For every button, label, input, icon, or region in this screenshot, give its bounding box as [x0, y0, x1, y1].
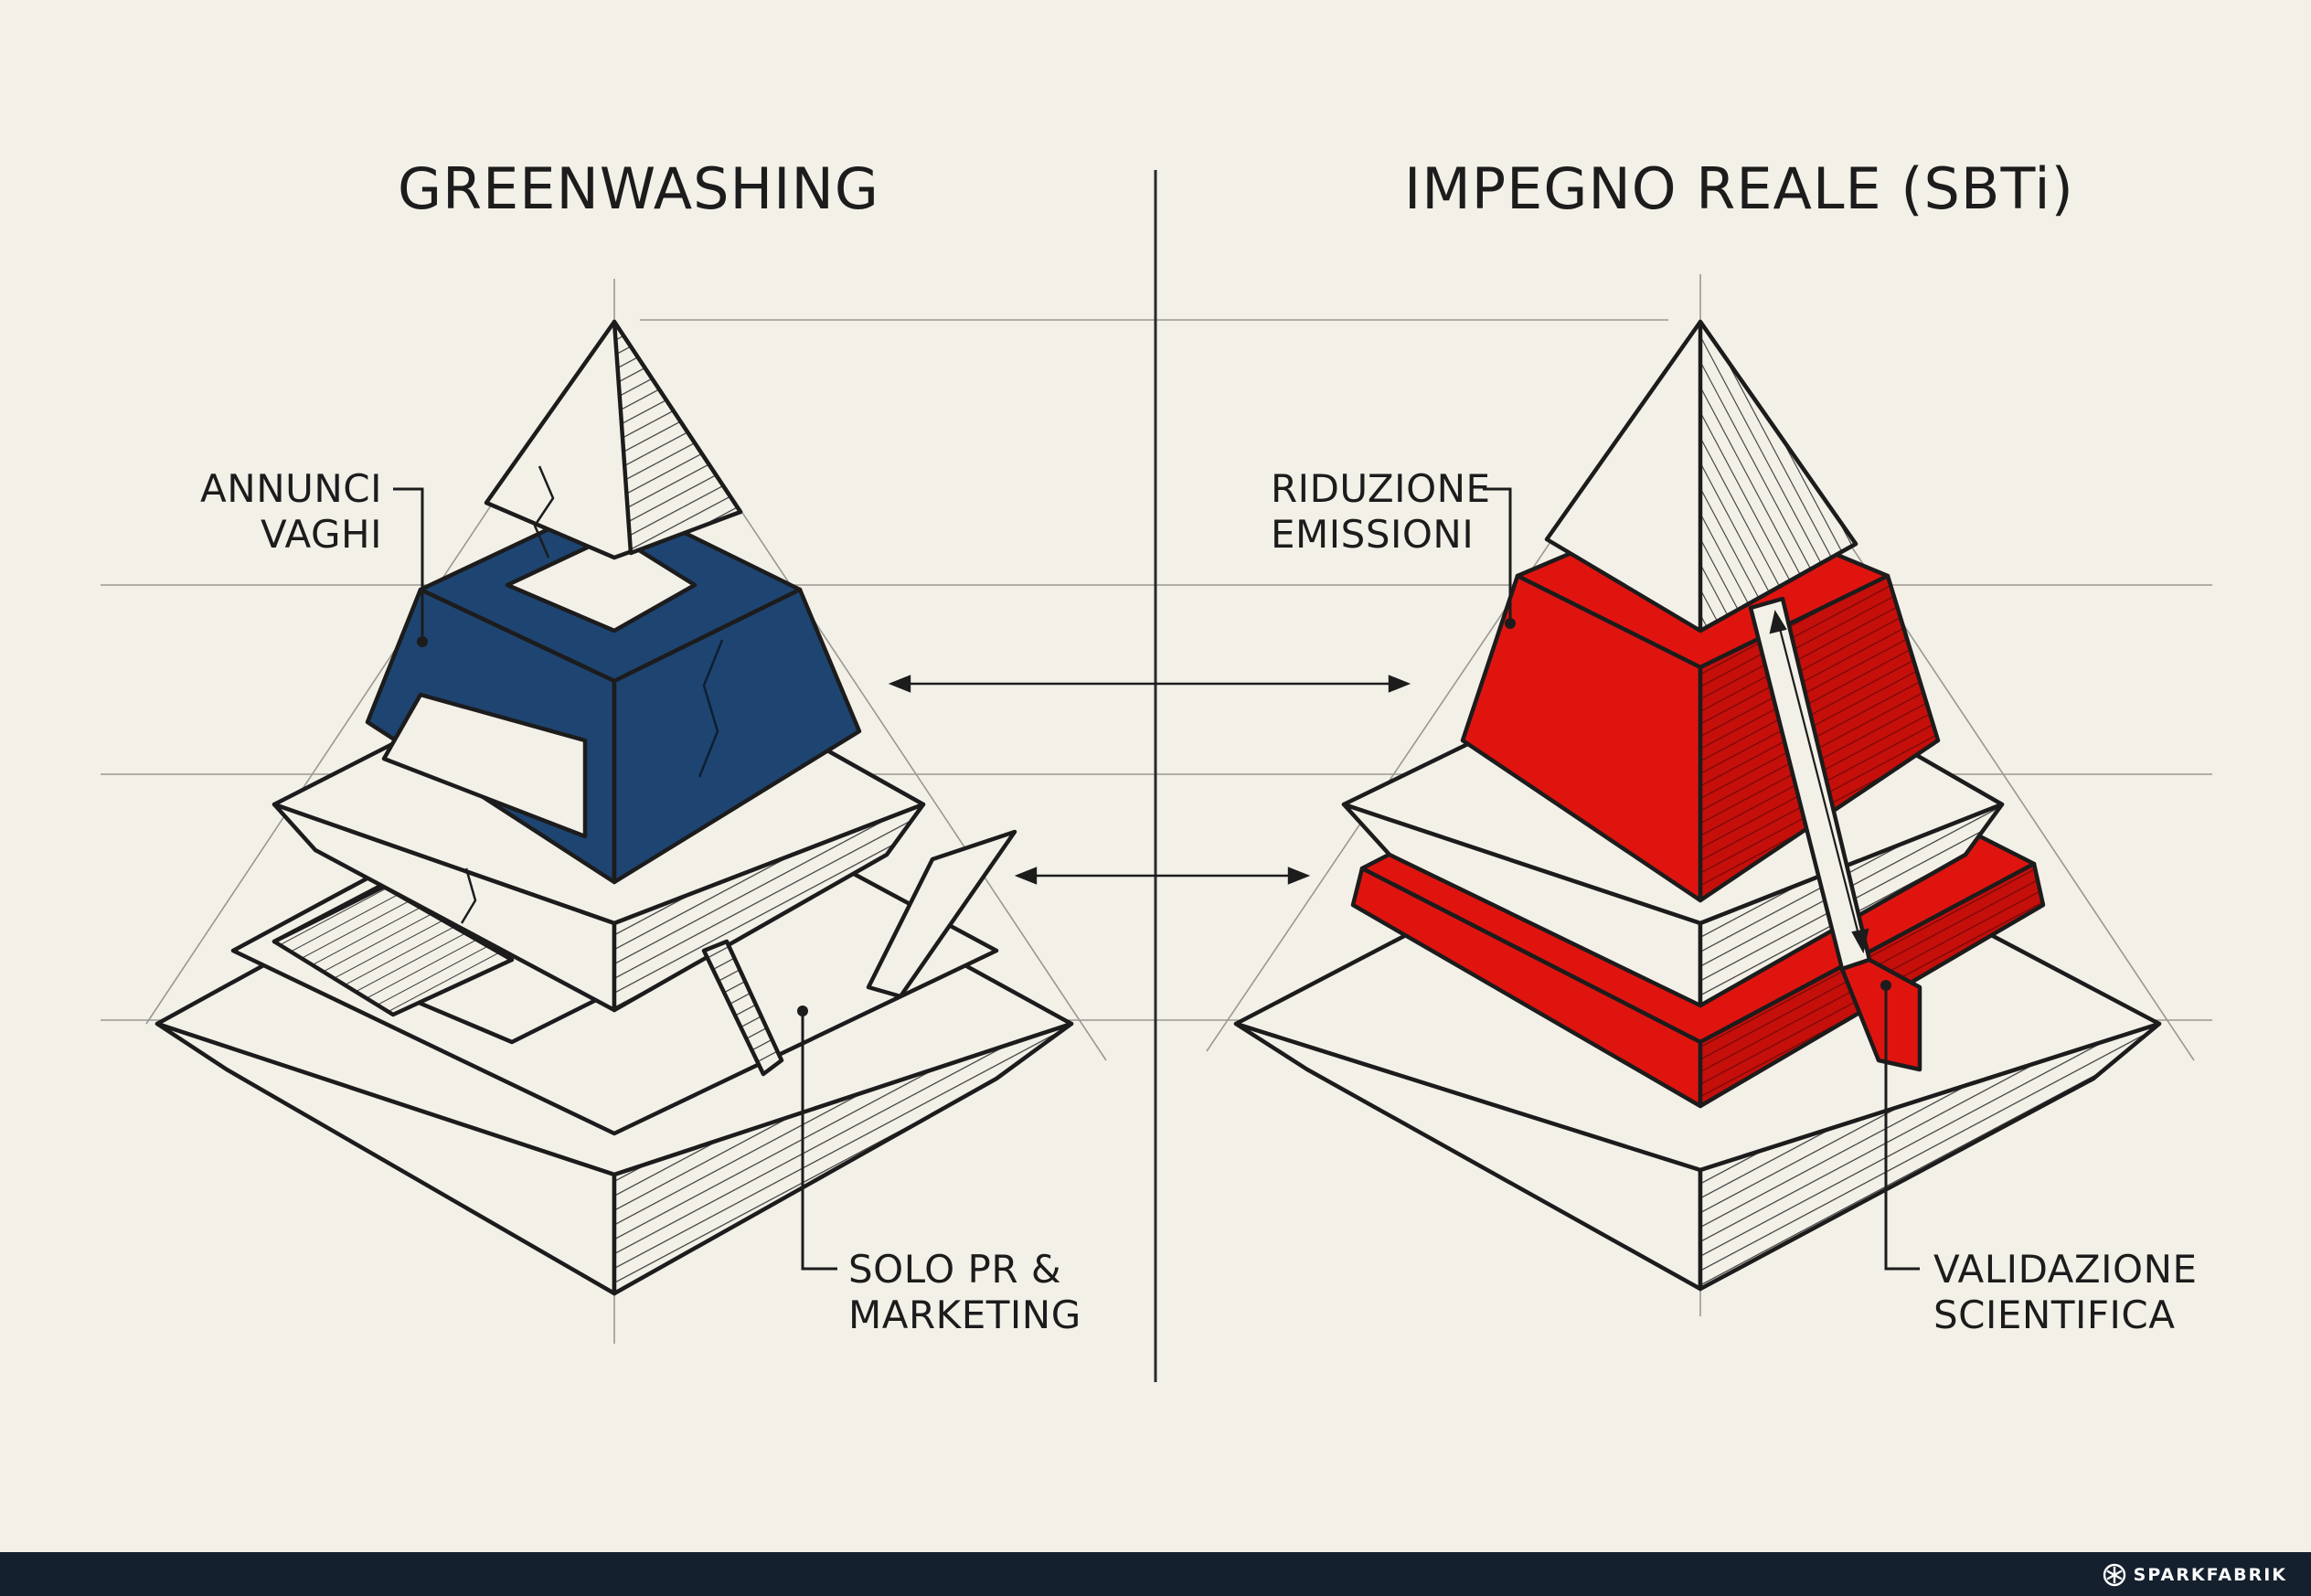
footer-bar: SPARKFABRIK: [0, 1552, 2311, 1596]
dimension-arrows-left: [888, 675, 1411, 885]
right-title: IMPEGNO REALE (SBTi): [1404, 155, 2074, 222]
leader-dots: [417, 618, 1891, 1016]
sparkfabrik-logo-icon: [2103, 1563, 2125, 1587]
left-title: GREENWASHING: [398, 155, 879, 222]
right-pyramid: [1233, 319, 2162, 1292]
brand-name: SPARKFABRIK: [2133, 1565, 2287, 1585]
brand: SPARKFABRIK: [2103, 1563, 2287, 1587]
label-riduzione-emissioni: RIDUZIONE EMISSIONI: [1271, 466, 1491, 557]
label-validazione-scientifica: VALIDAZIONE SCIENTIFICA: [1933, 1247, 2198, 1337]
label-annunci-vaghi: ANNUNCI VAGHI: [200, 466, 382, 557]
column-arrow: [1769, 610, 1869, 954]
left-pyramid: [154, 319, 1074, 1296]
label-solo-pr-marketing: SOLO PR & MARKETING: [848, 1247, 1081, 1337]
leader-lines: [393, 487, 1920, 1271]
